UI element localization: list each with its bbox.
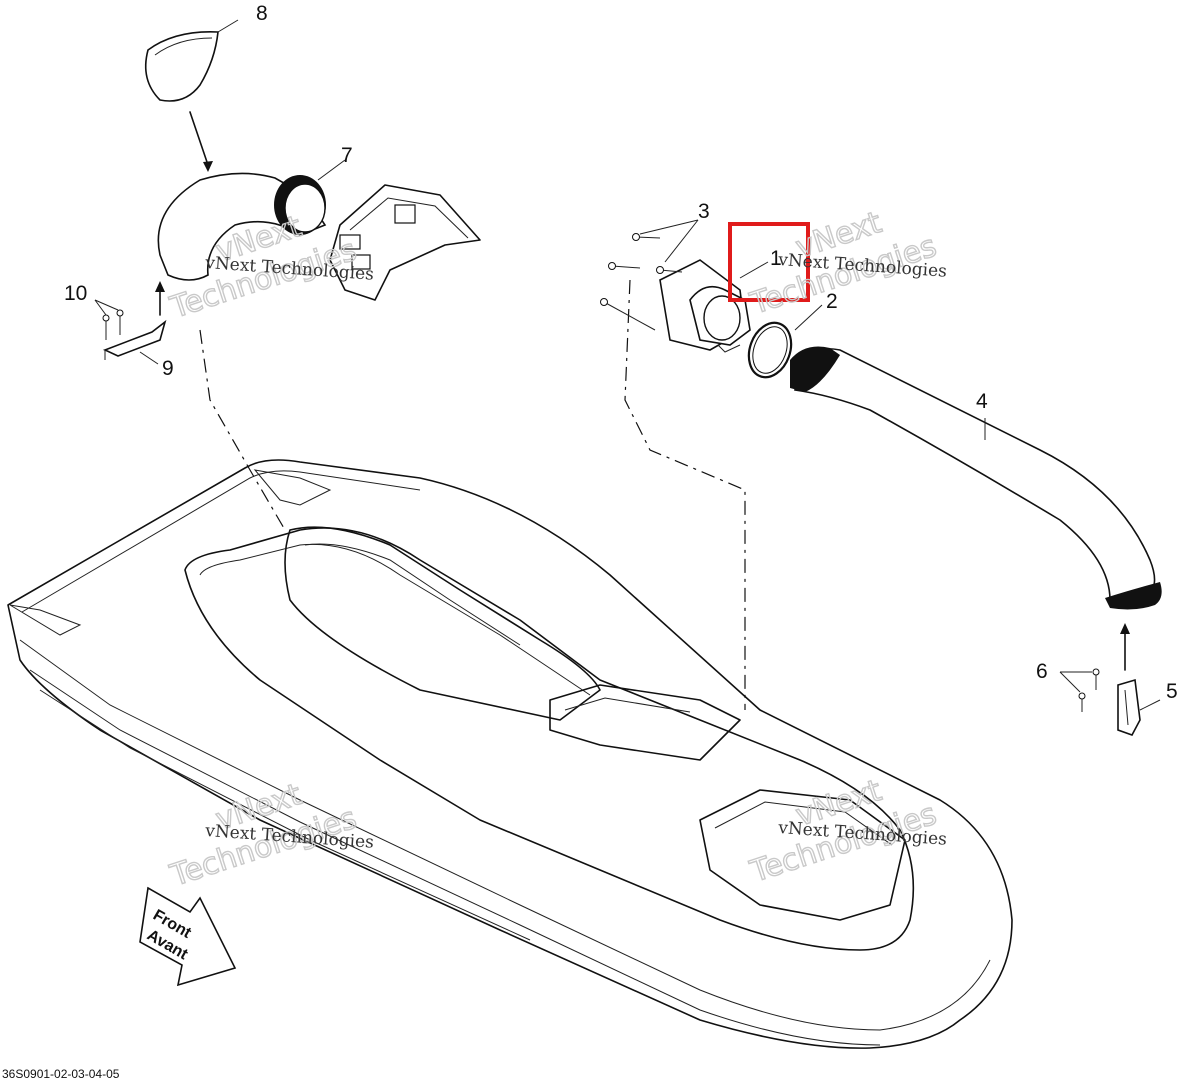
callout-4[interactable]: 4 (976, 390, 988, 413)
part-4-exhaust-hose[interactable] (790, 346, 1162, 610)
callout-9[interactable]: 9 (162, 357, 174, 380)
part-9-bracket[interactable] (102, 319, 167, 360)
part-3-screws[interactable] (600, 219, 699, 331)
part-2-clamp[interactable] (742, 304, 823, 383)
routing-line-right (624, 279, 746, 710)
callout-10[interactable]: 10 (64, 282, 87, 305)
callout-1[interactable]: 1 (770, 247, 782, 270)
part-1-adapter[interactable] (659, 259, 751, 353)
part-8-cover[interactable] (144, 19, 239, 102)
callout-2[interactable]: 2 (826, 290, 838, 313)
part-5-bracket[interactable] (1117, 678, 1161, 736)
watercraft-hull (7, 459, 1013, 1049)
callout-5[interactable]: 5 (1166, 680, 1178, 703)
highlight-box-part-1 (728, 222, 810, 302)
watermark-bottom-left: vNext Technologies vNext Technologies (165, 776, 375, 894)
callout-3[interactable]: 3 (698, 200, 710, 223)
callout-7[interactable]: 7 (341, 144, 353, 167)
part-6-screws[interactable] (1059, 668, 1100, 712)
front-direction-arrow: Front Avant (139, 886, 237, 987)
callout-6[interactable]: 6 (1036, 660, 1048, 683)
arrow-8-to-7 (189, 111, 209, 166)
routing-line-left (199, 329, 286, 531)
watermark-bottom-right: vNext Technologies vNext Technologies (745, 772, 948, 890)
callout-8[interactable]: 8 (256, 2, 268, 25)
part-10-screws[interactable] (94, 299, 124, 340)
part-7-intake-duct[interactable] (157, 159, 346, 281)
drawing-code: 36S0901-02-03-04-05 (2, 1067, 120, 1081)
engine-deck-plate (329, 184, 481, 301)
